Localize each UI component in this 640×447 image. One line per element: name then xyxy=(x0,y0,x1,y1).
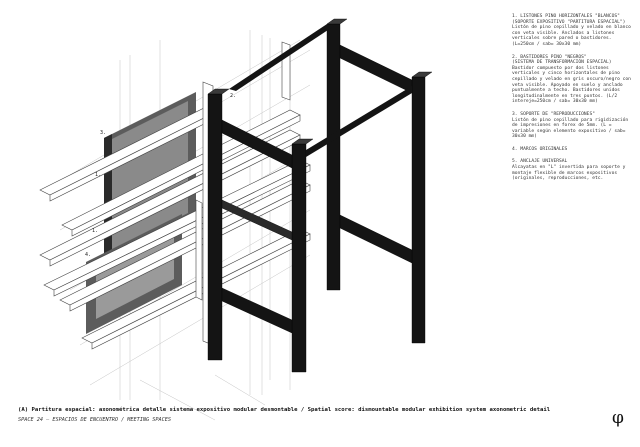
note-item: 5. ANCLAJE UNIVERSAL Alcayatas en "L" in… xyxy=(512,159,636,181)
note-item: 4. MARCOS ORIGINALES xyxy=(512,147,636,153)
note-item: 1. LISTONES PINO HORIZONTALES "BLANCOS" … xyxy=(512,14,636,48)
black-frame-front xyxy=(207,88,314,373)
black-frame-back xyxy=(326,18,433,344)
annotation-notes: 1. LISTONES PINO HORIZONTALES "BLANCOS" … xyxy=(512,14,636,189)
note-item: 3. SOPORTE DE "REPRODUCCIONES" Listón de… xyxy=(512,112,636,140)
note-body: (SISTEMA DE TRANSFORMACIÓN ESPACIAL) Bas… xyxy=(512,60,631,105)
figure-subcaption: SPACE 24 – ESPACIOS DE ENCUENTRO / MEETI… xyxy=(18,417,172,423)
note-title: 2. BASTIDORES PINO "NEGROS" xyxy=(512,54,587,60)
note-body: Listón de pino cepillado para rigidizaci… xyxy=(512,117,631,140)
note-body: Alcayatas en "L" invertida para soporte … xyxy=(512,165,629,182)
figure-caption: (A) Partitura espacial: axonométrica det… xyxy=(18,407,551,413)
callout-2: 2. xyxy=(230,93,236,99)
callout-3: 3. xyxy=(100,130,106,136)
phi-logo: φ xyxy=(612,408,624,428)
note-title: 3. SOPORTE DE "REPRODUCCIONES" xyxy=(512,111,595,117)
callout-1b: 1. xyxy=(92,228,98,234)
white-slats xyxy=(39,104,311,350)
callout-1a: 1. xyxy=(95,172,101,178)
note-title: 1. LISTONES PINO HORIZONTALES "BLANCOS" xyxy=(512,14,620,19)
callout-4: 4. xyxy=(85,252,91,258)
longitudinal-connectors xyxy=(229,24,412,157)
note-title: 4. MARCOS ORIGINALES xyxy=(512,146,568,152)
callouts: 3. 1. 4. 1. 2. xyxy=(85,93,236,258)
guide-lines xyxy=(59,30,311,421)
note-item: 2. BASTIDORES PINO "NEGROS" (SISTEMA DE … xyxy=(512,55,636,105)
note-title: 5. ANCLAJE UNIVERSAL xyxy=(512,159,568,165)
note-body: (SOPORTE EXPOSITIVO "PARTITURA ESPACIAL"… xyxy=(512,19,631,47)
